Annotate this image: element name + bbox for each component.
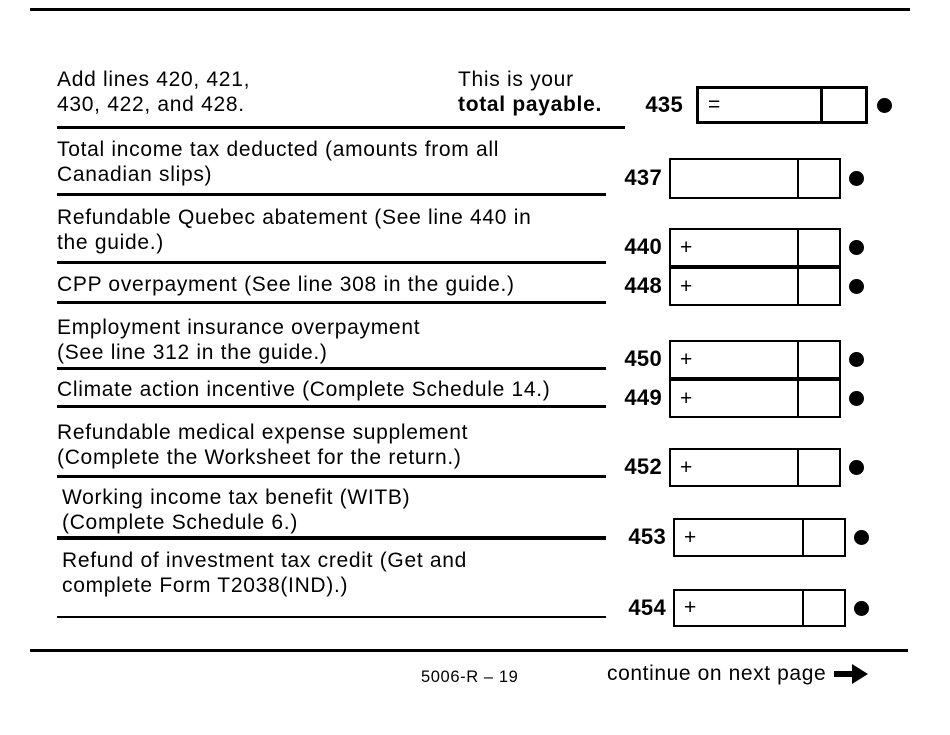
cents-field-453[interactable] (802, 520, 844, 555)
label-448: CPP overpayment (See line 308 in the gui… (57, 272, 515, 297)
bullet-dot-449 (849, 391, 864, 406)
label-449-line-1: Climate action incentive (Complete Sched… (57, 378, 551, 401)
plus-sign-448: + (680, 274, 693, 298)
continue-on-next-page: continue on next page (607, 662, 869, 686)
row-underline-449 (57, 405, 606, 408)
cents-field-454[interactable] (802, 591, 844, 625)
amount-field-448[interactable] (705, 269, 793, 304)
row-underline-453 (57, 536, 606, 540)
label-448-line-1: CPP overpayment (See line 308 in the gui… (57, 273, 515, 296)
cents-field-437[interactable] (797, 160, 839, 197)
cents-field-435[interactable] (820, 89, 865, 121)
bullet-dot-437 (849, 171, 864, 186)
bullet-dot-452 (849, 460, 864, 475)
top-frame-line (30, 8, 910, 11)
line-number-437: 437 (624, 165, 662, 190)
plus-sign-450: + (680, 347, 693, 371)
cents-field-440[interactable] (797, 230, 839, 265)
total-payable-note: This is your total payable. (458, 67, 602, 117)
plus-sign-454: + (684, 596, 697, 619)
label-440: Refundable Quebec abatement (See line 44… (57, 205, 531, 255)
line-number-450: 450 (624, 346, 662, 371)
next-page-arrow-icon (834, 664, 869, 684)
equals-sign: = (708, 93, 721, 116)
label-437-line-2: Canadian slips) (57, 163, 213, 186)
amount-box-454[interactable]: + (673, 589, 846, 627)
row-underline-452 (57, 475, 606, 478)
amount-field-449[interactable] (705, 381, 793, 416)
bullet-dot-448 (849, 279, 864, 294)
cents-field-452[interactable] (797, 450, 839, 485)
label-452-line-2: (Complete the Worksheet for the return.) (57, 446, 462, 469)
amount-field-440[interactable] (705, 230, 793, 265)
footer-frame-line (30, 649, 908, 652)
amount-field-450[interactable] (705, 342, 793, 377)
plus-sign-453: + (684, 525, 697, 549)
amount-field-435[interactable] (733, 89, 819, 121)
amount-box-448[interactable]: + (669, 267, 841, 306)
label-440-line-1: Refundable Quebec abatement (See line 44… (57, 206, 532, 229)
continue-text: continue on next page (607, 662, 827, 685)
line-number-448: 448 (624, 273, 662, 298)
label-450: Employment insurance overpayment (See li… (57, 315, 420, 365)
label-452: Refundable medical expense supplement (C… (57, 420, 468, 470)
instruction-line-2: 430, 422, and 428. (57, 93, 245, 116)
amount-field-452[interactable] (705, 450, 793, 485)
label-440-line-2: the guide.) (57, 231, 164, 254)
note-line-1: This is your (458, 68, 574, 91)
row-underline-448 (57, 301, 606, 304)
bullet-dot-440 (849, 240, 864, 255)
label-454: Refund of investment tax credit (Get and… (62, 548, 467, 598)
amount-field-454[interactable] (709, 591, 798, 625)
cents-field-449[interactable] (797, 381, 839, 416)
row-underline-435 (57, 126, 625, 129)
label-453-line-1: Working income tax benefit (WITB) (62, 486, 411, 509)
amount-box-435[interactable]: = (696, 86, 868, 124)
plus-sign-452: + (680, 455, 693, 479)
label-449: Climate action incentive (Complete Sched… (57, 377, 551, 402)
form-code: 5006-R – 19 (421, 668, 519, 686)
bullet-dot-450 (849, 352, 864, 367)
label-452-line-1: Refundable medical expense supplement (57, 421, 469, 444)
label-453-line-2: (Complete Schedule 6.) (62, 511, 299, 534)
instruction-add-lines: Add lines 420, 421, 430, 422, and 428. (57, 67, 250, 117)
amount-box-449[interactable]: + (669, 379, 841, 418)
amount-field-437[interactable] (705, 160, 793, 197)
plus-sign-440: + (680, 235, 693, 259)
label-454-line-2: complete Form T2038(IND).) (62, 574, 349, 597)
amount-box-452[interactable]: + (669, 448, 841, 487)
amount-field-453[interactable] (709, 520, 798, 555)
label-454-line-1: Refund of investment tax credit (Get and (62, 549, 468, 572)
label-450-line-2: (See line 312 in the guide.) (57, 341, 328, 364)
note-line-2: total payable. (458, 93, 603, 116)
bullet-dot-453 (854, 530, 869, 545)
amount-box-440[interactable]: + (669, 228, 841, 267)
row-underline-450 (57, 367, 606, 370)
amount-box-450[interactable]: + (669, 340, 841, 379)
amount-box-453[interactable]: + (673, 518, 846, 557)
line-number-440: 440 (624, 234, 662, 259)
instruction-line-1: Add lines 420, 421, (57, 68, 251, 91)
plus-sign-449: + (680, 386, 693, 410)
line-number-449: 449 (624, 385, 662, 410)
row-underline-437 (57, 193, 606, 196)
amount-box-437[interactable] (669, 158, 841, 199)
row-underline-454 (57, 616, 606, 618)
bullet-dot-435 (877, 98, 892, 113)
bullet-dot-454 (854, 601, 869, 616)
line-number-435: 435 (645, 92, 683, 117)
line-number-453: 453 (628, 524, 666, 549)
line-number-454: 454 (628, 595, 666, 620)
label-450-line-1: Employment insurance overpayment (57, 316, 421, 339)
label-437-line-1: Total income tax deducted (amounts from … (57, 138, 500, 161)
label-453: Working income tax benefit (WITB) (Compl… (62, 485, 410, 535)
cents-field-450[interactable] (797, 342, 839, 377)
label-437: Total income tax deducted (amounts from … (57, 137, 499, 187)
cents-field-448[interactable] (797, 269, 839, 304)
row-underline-440 (57, 261, 606, 264)
line-number-452: 452 (624, 454, 662, 479)
